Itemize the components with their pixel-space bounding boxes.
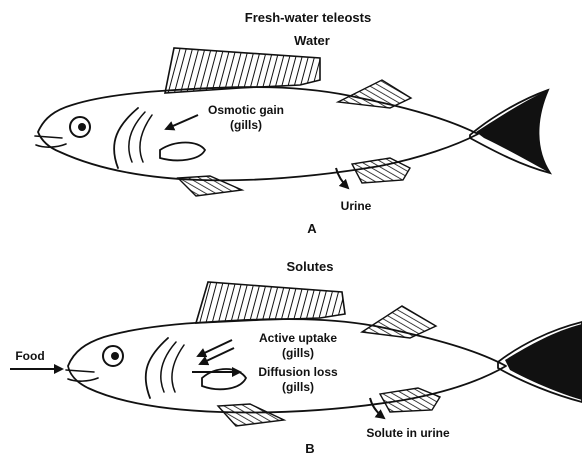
dorsal-fin-spiny <box>165 48 320 93</box>
active-uptake-arrow-2 <box>200 348 234 364</box>
diffusion-loss-sublabel: (gills) <box>282 380 314 394</box>
dorsal-fin-spiny <box>196 282 345 323</box>
pupil <box>111 352 119 360</box>
solute-urine-arrow <box>370 398 384 418</box>
gill-lines <box>129 112 152 162</box>
gill-lines <box>161 342 184 392</box>
panel-a: Fresh-water teleosts Water <box>35 10 550 236</box>
osmotic-gain-sublabel: (gills) <box>230 118 262 132</box>
active-uptake-sublabel: (gills) <box>282 346 314 360</box>
active-uptake-label: Active uptake <box>259 331 337 345</box>
pupil <box>78 123 86 131</box>
urine-label: Urine <box>341 199 372 213</box>
pectoral-fin <box>160 143 205 161</box>
panel-b-letter: B <box>305 441 314 455</box>
panel-b-title: Solutes <box>287 259 334 274</box>
panel-a-title: Fresh-water teleosts <box>245 10 371 25</box>
operculum <box>114 108 138 168</box>
pelvic-fin <box>218 404 284 426</box>
pelvic-fin <box>178 176 242 196</box>
panel-a-subtitle: Water <box>294 33 330 48</box>
active-uptake-arrow-1 <box>198 340 232 356</box>
fish-a <box>35 48 550 196</box>
fish-body <box>38 87 478 180</box>
dorsal-fin-soft <box>362 306 436 338</box>
osmotic-gain-arrow <box>166 115 198 129</box>
dorsal-fin-soft <box>338 80 411 108</box>
panel-b: Solutes Food <box>10 259 582 455</box>
anal-fin <box>380 388 440 412</box>
food-label: Food <box>15 349 44 363</box>
osmotic-gain-label: Osmotic gain <box>208 103 284 117</box>
panel-a-letter: A <box>307 221 317 236</box>
diffusion-loss-label: Diffusion loss <box>258 365 338 379</box>
operculum <box>146 338 168 398</box>
mouth <box>35 136 66 147</box>
solute-urine-label: Solute in urine <box>366 426 450 440</box>
fish-b <box>66 282 582 426</box>
